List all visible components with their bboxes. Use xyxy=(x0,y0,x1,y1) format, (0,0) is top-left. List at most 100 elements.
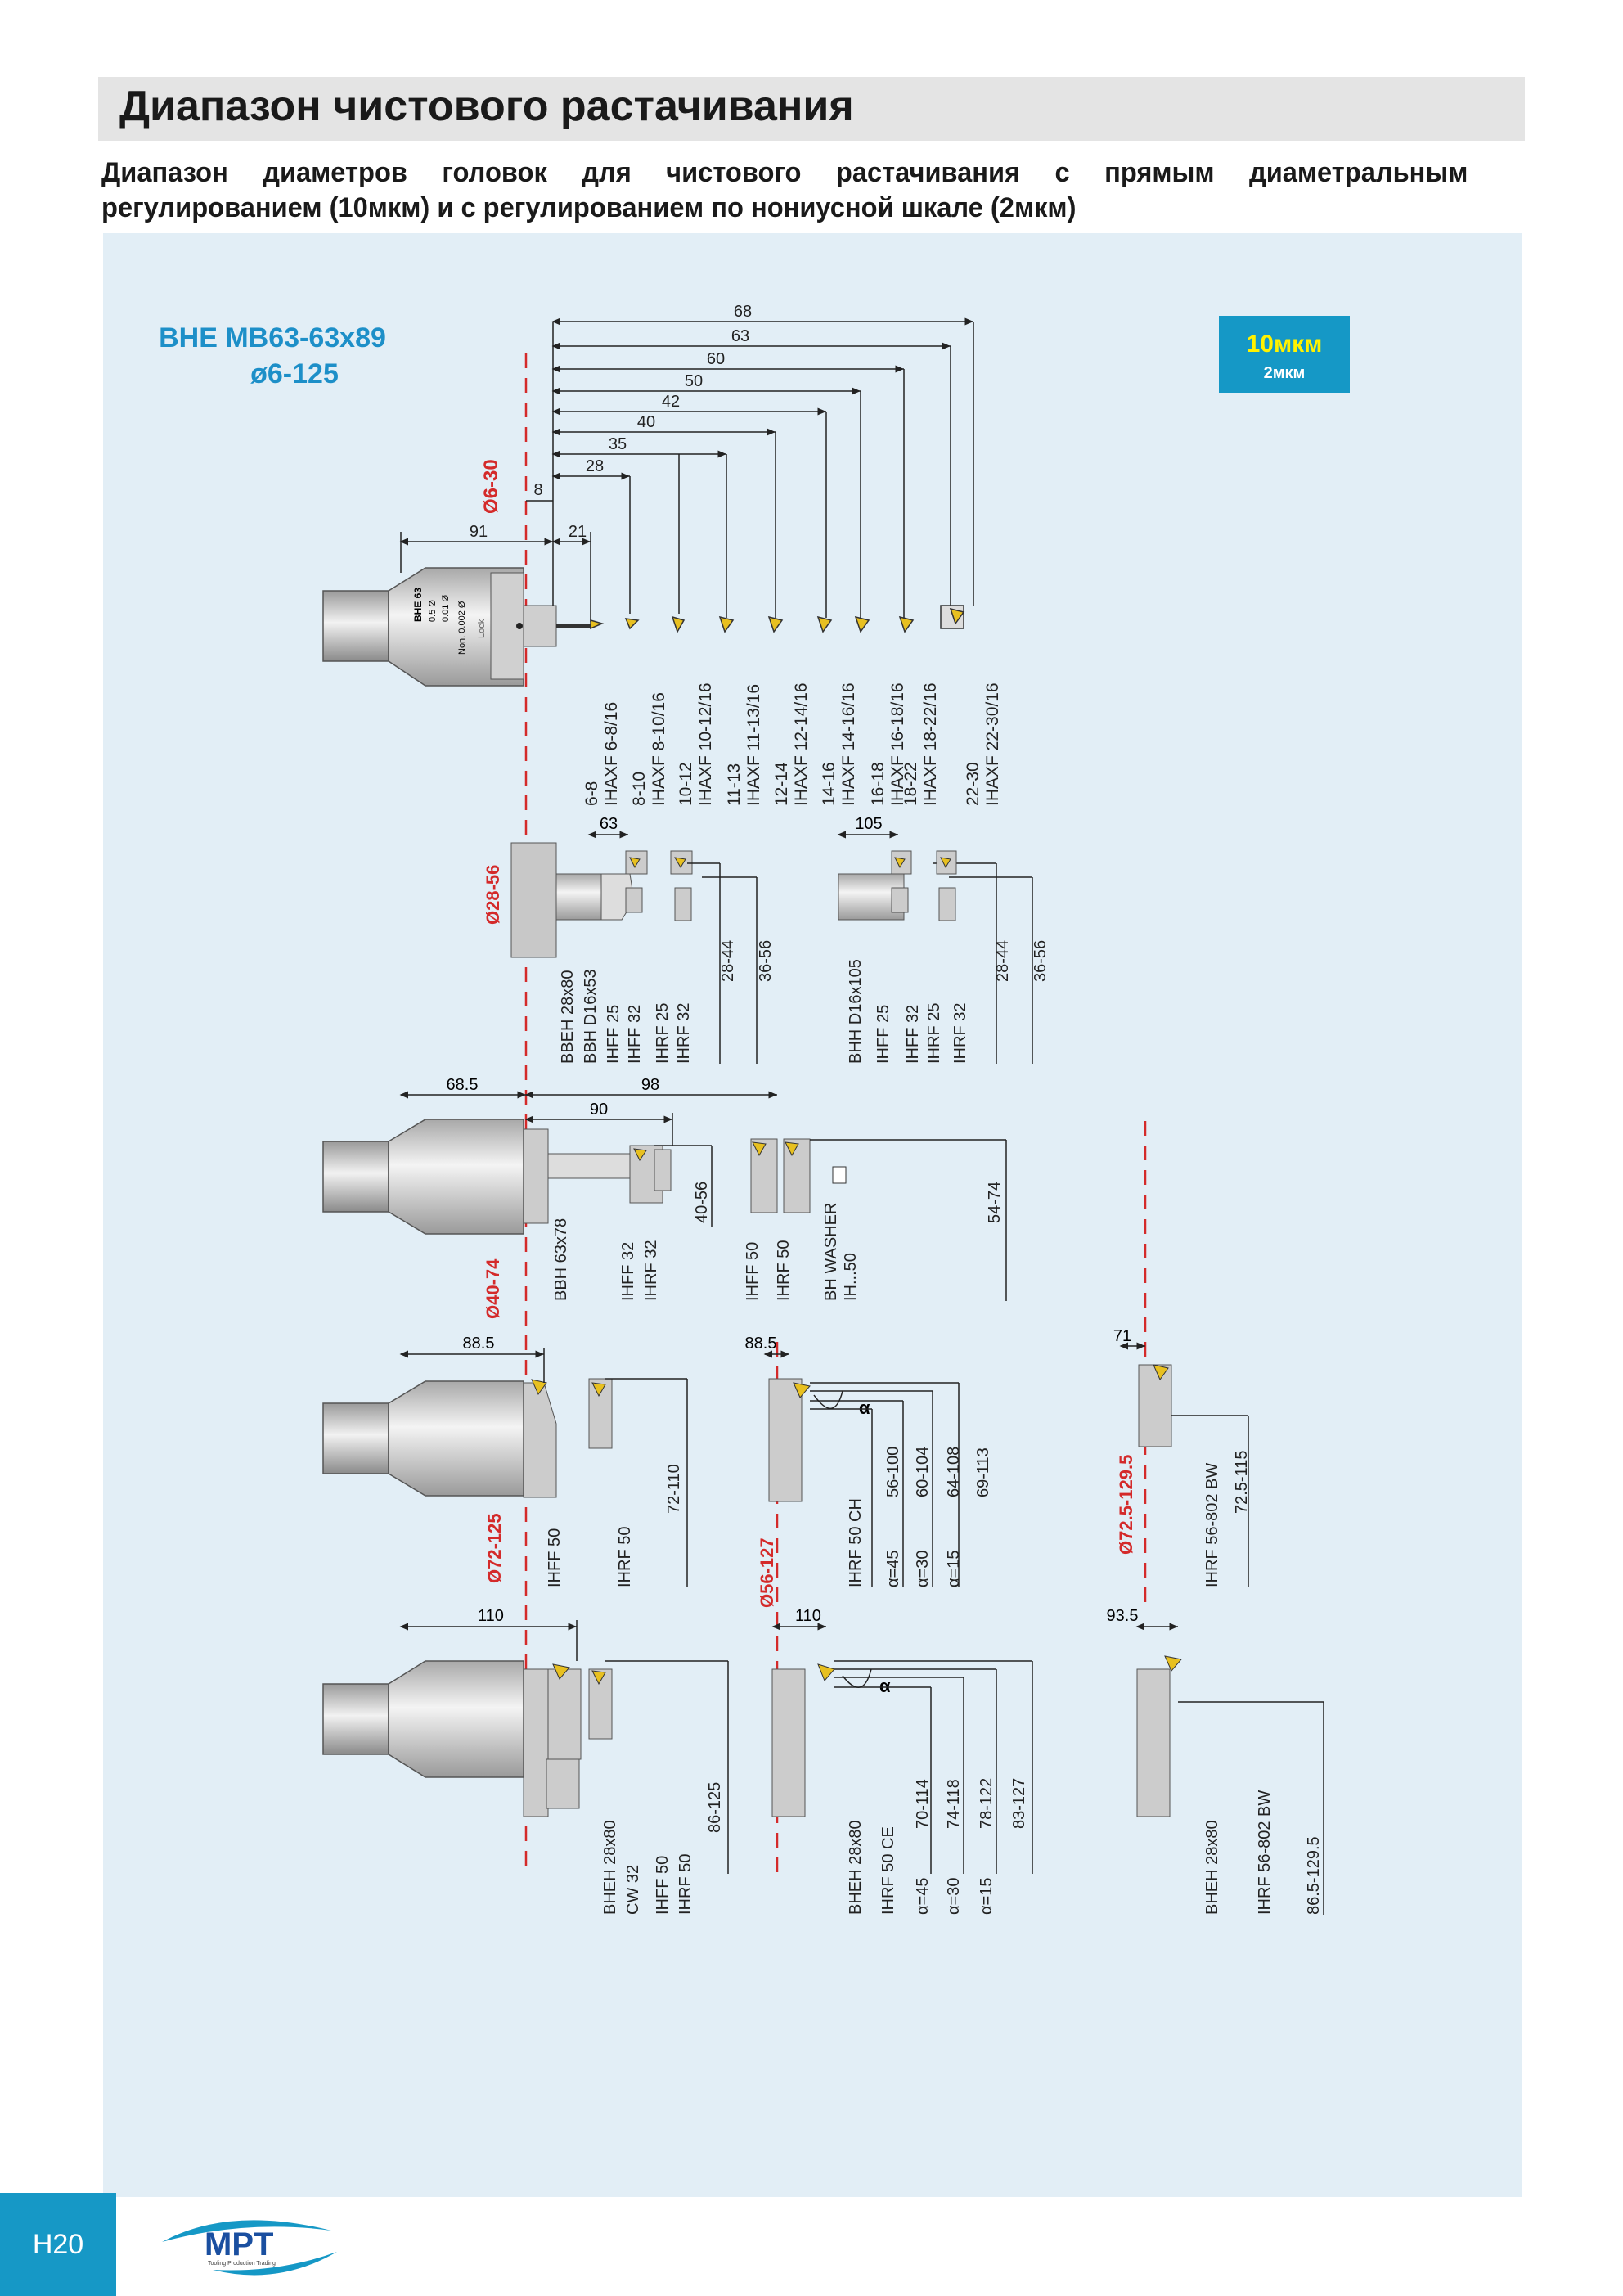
badge-main: 10мкм xyxy=(1247,331,1323,358)
svg-text:MPT: MPT xyxy=(205,2226,273,2262)
svg-text:63: 63 xyxy=(731,327,749,345)
badge-sub: 2мкм xyxy=(1264,364,1306,382)
svg-text:BBH D16x53: BBH D16x53 xyxy=(582,969,600,1064)
svg-text:IHRF 50 CE: IHRF 50 CE xyxy=(879,1826,897,1915)
svg-text:IHAXF 11-13/16: IHAXF 11-13/16 xyxy=(744,684,763,806)
section-4: α Ø72-125 Ø56-127 Ø72.5-129.5 88.5 88.5 … xyxy=(322,1327,1251,1608)
svg-text:IHRF 50: IHRF 50 xyxy=(677,1854,695,1915)
svg-text:12-14: 12-14 xyxy=(772,762,791,806)
svg-text:BHEH 28x80: BHEH 28x80 xyxy=(847,1820,865,1915)
svg-text:78-122: 78-122 xyxy=(978,1778,996,1829)
svg-text:α=15: α=15 xyxy=(945,1551,963,1588)
svg-text:BBH 63x78: BBH 63x78 xyxy=(552,1218,570,1301)
svg-text:88.5: 88.5 xyxy=(745,1335,777,1353)
svg-text:8: 8 xyxy=(533,481,542,499)
page-number: H20 xyxy=(0,2193,116,2296)
alpha-label-4: α xyxy=(859,1398,870,1418)
svg-text:BHEH 28x80: BHEH 28x80 xyxy=(601,1820,619,1915)
svg-text:110: 110 xyxy=(795,1607,821,1625)
svg-text:IHRF 50 CH: IHRF 50 CH xyxy=(847,1498,865,1587)
svg-text:IHAXF 18-22/16: IHAXF 18-22/16 xyxy=(921,682,940,806)
svg-text:28: 28 xyxy=(586,457,604,475)
section-3: Ø40-74 68.5 98 90 BBH 63x78 IHFF 32 IHRF… xyxy=(322,1076,1007,1319)
svg-text:105: 105 xyxy=(855,815,882,833)
svg-text:IHAXF 22-30/16: IHAXF 22-30/16 xyxy=(983,682,1002,806)
svg-text:40-56: 40-56 xyxy=(693,1182,711,1223)
svg-text:α=45: α=45 xyxy=(884,1551,902,1588)
title-bar: Диапазон чистового растачивания xyxy=(98,77,1525,141)
svg-text:16-18: 16-18 xyxy=(869,762,888,806)
svg-text:10-12: 10-12 xyxy=(677,762,695,806)
svg-text:IHRF 56-802 BW: IHRF 56-802 BW xyxy=(1203,1463,1221,1587)
svg-text:86-125: 86-125 xyxy=(706,1782,724,1833)
svg-text:IHRF 32: IHRF 32 xyxy=(675,1003,693,1064)
svg-text:0.5 Ø: 0.5 Ø xyxy=(428,600,438,622)
svg-text:60: 60 xyxy=(707,350,725,368)
svg-text:BHH D16x105: BHH D16x105 xyxy=(847,959,865,1064)
dia-range-1: Ø6-30 xyxy=(480,459,502,514)
svg-text:IH...50: IH...50 xyxy=(842,1253,860,1301)
dia-range-2: Ø28-56 xyxy=(483,865,503,925)
section-5: α 110 110 93.5 BHEH 28x80 CW 32 IHFF 50 … xyxy=(322,1607,1324,1916)
svg-text:86.5-129.5: 86.5-129.5 xyxy=(1305,1836,1323,1915)
svg-text:36-56: 36-56 xyxy=(757,940,775,982)
svg-text:28-44: 28-44 xyxy=(719,940,737,982)
svg-text:110: 110 xyxy=(478,1607,504,1625)
svg-text:IHAXF 10-12/16: IHAXF 10-12/16 xyxy=(696,682,715,806)
svg-text:28-44: 28-44 xyxy=(994,940,1012,982)
svg-text:93.5: 93.5 xyxy=(1107,1607,1139,1625)
svg-text:IHAXF 8-10/16: IHAXF 8-10/16 xyxy=(650,692,668,806)
svg-text:BHEH 28x80: BHEH 28x80 xyxy=(1203,1820,1221,1915)
svg-text:69-113: 69-113 xyxy=(974,1447,992,1497)
svg-text:IHAXF 6-8/16: IHAXF 6-8/16 xyxy=(602,702,621,806)
svg-text:72.5-115: 72.5-115 xyxy=(1233,1451,1251,1514)
svg-text:14-16: 14-16 xyxy=(820,762,838,806)
svg-text:64-108: 64-108 xyxy=(945,1447,963,1497)
svg-text:IHRF 50: IHRF 50 xyxy=(775,1240,793,1301)
svg-text:α=15: α=15 xyxy=(978,1878,996,1916)
svg-text:IHRF 25: IHRF 25 xyxy=(654,1003,672,1064)
svg-text:IHRF 32: IHRF 32 xyxy=(642,1240,660,1301)
svg-text:Non. 0.002 Ø: Non. 0.002 Ø xyxy=(457,601,467,655)
svg-text:8-10: 8-10 xyxy=(630,772,649,806)
section-2: Ø28-56 63 105 BBEH 28x80 BBH D16x53 IHFF… xyxy=(483,815,1050,1064)
svg-text:71: 71 xyxy=(1113,1327,1131,1345)
svg-text:91: 91 xyxy=(470,523,488,541)
svg-text:63: 63 xyxy=(600,815,618,833)
svg-text:IHRF 56-802 BW: IHRF 56-802 BW xyxy=(1256,1790,1274,1915)
svg-text:IHFF 50: IHFF 50 xyxy=(546,1528,564,1587)
diagram-panel xyxy=(103,233,1522,2197)
svg-text:IHRF 32: IHRF 32 xyxy=(951,1003,969,1064)
svg-text:α=30: α=30 xyxy=(914,1551,932,1588)
svg-text:83-127: 83-127 xyxy=(1010,1778,1028,1829)
dia-range-4c: Ø72.5-129.5 xyxy=(1116,1455,1136,1555)
model-label: BHE MB63-63x89 ø6-125 xyxy=(159,322,386,389)
svg-text:70-114: 70-114 xyxy=(914,1779,932,1829)
svg-text:6-8: 6-8 xyxy=(582,781,601,806)
svg-text:IHFF 50: IHFF 50 xyxy=(744,1242,762,1301)
svg-text:CW 32: CW 32 xyxy=(624,1865,642,1915)
page-subtitle: Диапазон диаметров головок для чистового… xyxy=(101,157,1468,223)
svg-text:IHFF 25: IHFF 25 xyxy=(874,1005,892,1064)
svg-text:11-13: 11-13 xyxy=(725,763,744,806)
svg-text:40: 40 xyxy=(637,413,655,431)
svg-text:IHRF 50: IHRF 50 xyxy=(616,1527,634,1587)
svg-text:50: 50 xyxy=(685,372,703,390)
svg-text:88.5: 88.5 xyxy=(463,1335,495,1353)
svg-text:IHFF 32: IHFF 32 xyxy=(619,1242,637,1301)
section-1: BHE 63 0.5 Ø 0.01 Ø Non. 0.002 Ø Lock Ø6… xyxy=(322,303,1002,806)
dia-range-3: Ø40-74 xyxy=(483,1258,503,1319)
svg-text:α=45: α=45 xyxy=(914,1878,932,1916)
svg-text:42: 42 xyxy=(662,393,680,411)
svg-text:BH WASHER: BH WASHER xyxy=(822,1203,840,1301)
svg-text:21: 21 xyxy=(569,523,587,541)
dia-range-4a: Ø72-125 xyxy=(484,1513,505,1583)
svg-text:54-74: 54-74 xyxy=(986,1182,1004,1223)
svg-text:72-110: 72-110 xyxy=(665,1464,683,1514)
precision-badge: 10мкм 2мкм xyxy=(1219,316,1350,393)
svg-text:60-104: 60-104 xyxy=(914,1447,932,1497)
model-name: BHE MB63-63x89 xyxy=(159,322,386,353)
alpha-label-5: α xyxy=(879,1676,891,1696)
svg-text:36-56: 36-56 xyxy=(1032,940,1050,982)
